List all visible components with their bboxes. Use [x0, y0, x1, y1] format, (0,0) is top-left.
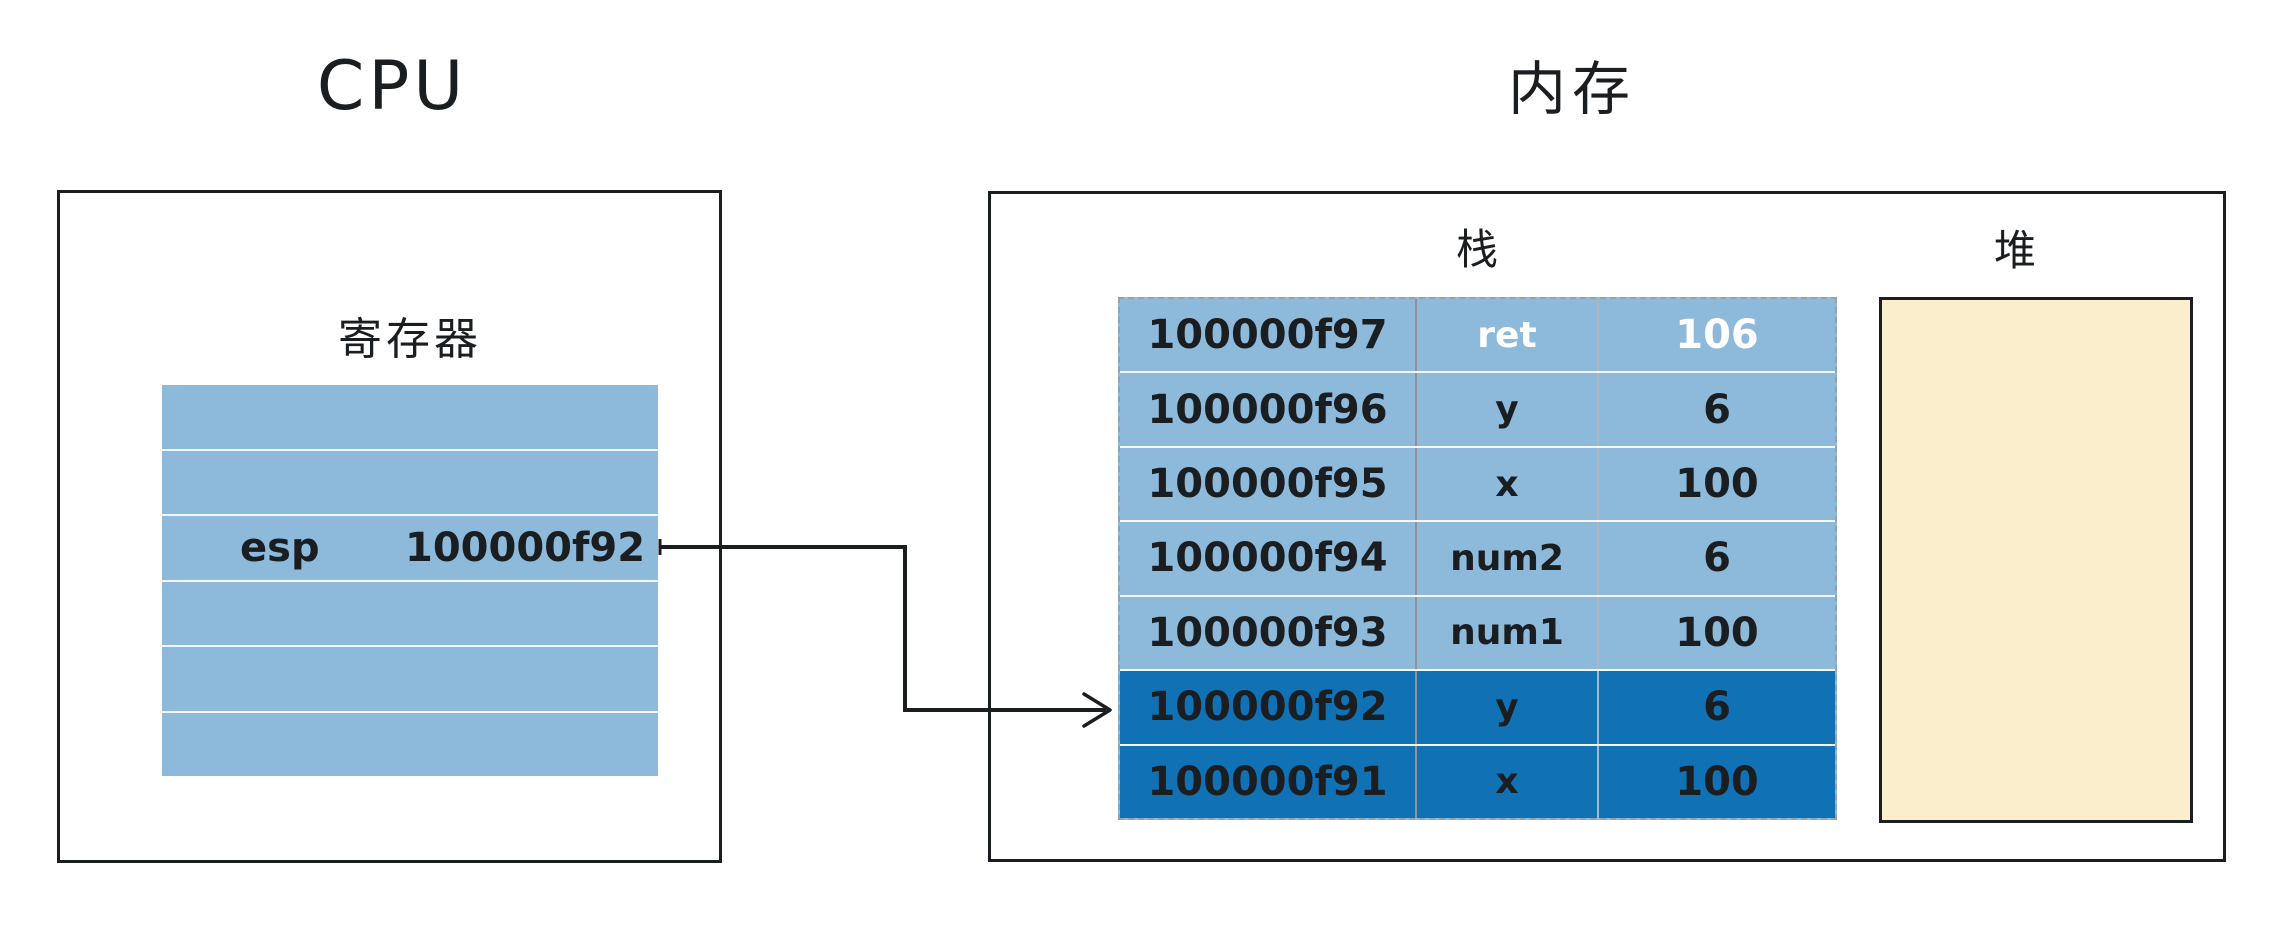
cpu-box [57, 190, 722, 863]
stack-row: 100000f95 x 100 [1120, 445, 1835, 521]
heap-label: 堆 [1993, 226, 2036, 275]
stack-value: 6 [1597, 522, 1835, 595]
stack-var-name: num2 [1415, 522, 1597, 595]
register-row [162, 710, 658, 777]
register-name-esp: esp [240, 524, 320, 571]
stack-table: 100000f97 ret 106 100000f96 y 6 100000f9… [1118, 297, 1837, 820]
stack-row: 100000f93 num1 100 [1120, 594, 1835, 670]
stack-address: 100000f91 [1147, 758, 1388, 805]
stack-address: 100000f94 [1147, 535, 1388, 582]
stack-value: 100 [1597, 447, 1835, 521]
register-value-esp: 100000f92 [405, 524, 646, 571]
register-row [162, 645, 658, 711]
stack-address: 100000f92 [1147, 684, 1388, 731]
stack-row: 100000f97 ret 106 [1120, 299, 1835, 372]
stack-var-name: num1 [1415, 596, 1597, 670]
stack-value: 100 [1597, 596, 1835, 670]
stack-value: 6 [1597, 373, 1835, 446]
stack-value: 106 [1597, 299, 1835, 372]
register-row [162, 385, 658, 449]
stack-row: 100000f96 y 6 [1120, 371, 1835, 446]
register-panel-label: 寄存器 [338, 314, 482, 365]
stack-row-esp-target: 100000f92 y 6 [1120, 669, 1835, 744]
memory-box [988, 191, 2226, 862]
heap-box [1879, 297, 2193, 823]
stack-address: 100000f95 [1147, 461, 1388, 508]
stack-row: 100000f94 num2 6 [1120, 520, 1835, 595]
cpu-title: CPU [316, 47, 468, 126]
stack-address: 100000f96 [1147, 386, 1388, 433]
memory-title: 内存 [1507, 55, 1636, 123]
register-row-esp: esp 100000f92 [162, 514, 658, 580]
register-row [162, 579, 658, 646]
stack-var-name: x [1415, 745, 1597, 818]
stack-address: 100000f97 [1147, 312, 1388, 359]
register-row [162, 448, 658, 515]
stack-row: 100000f91 x 100 [1120, 743, 1835, 818]
stack-var-name: ret [1415, 299, 1597, 372]
stack-value: 6 [1597, 671, 1835, 744]
stack-value: 100 [1597, 745, 1835, 818]
stack-label: 栈 [1455, 225, 1498, 274]
stack-var-name: y [1415, 373, 1597, 446]
stack-address: 100000f93 [1147, 609, 1388, 656]
register-table: esp 100000f92 [162, 385, 658, 776]
stack-var-name: x [1415, 447, 1597, 521]
stack-var-name: y [1415, 671, 1597, 744]
